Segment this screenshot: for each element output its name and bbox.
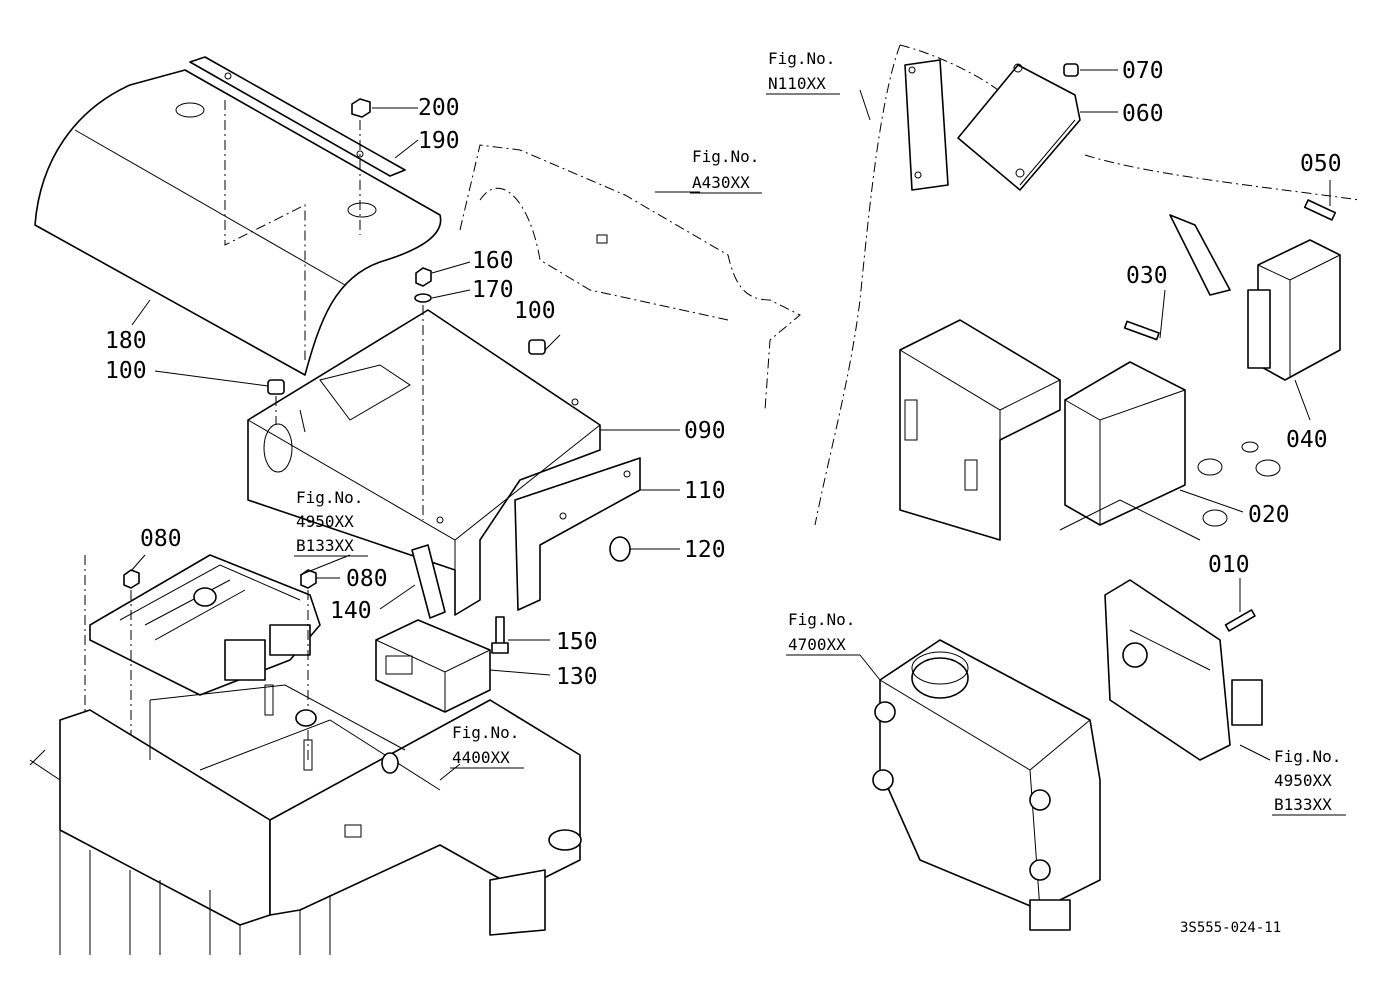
callout-150: 150 xyxy=(556,629,598,655)
fig-ref-4950-left-code2: B133XX xyxy=(296,536,354,555)
callout-180: 180 xyxy=(105,328,147,354)
bolt-part-100-a xyxy=(528,339,546,355)
module-part-020 xyxy=(1064,361,1186,526)
bolt-part-030 xyxy=(1123,320,1160,341)
module-part-060 xyxy=(957,63,1081,191)
fig-ref-a430-label: Fig.No. xyxy=(692,147,759,166)
bolt-part-070 xyxy=(1063,63,1079,77)
callout-090: 090 xyxy=(684,418,726,444)
fig-ref-4700-code: 4700XX xyxy=(788,635,846,654)
leader-lines xyxy=(130,69,1331,781)
fig-ref-n110: Fig.No. N110XX xyxy=(766,49,840,95)
callout-120: 120 xyxy=(684,537,726,563)
callout-190: 190 xyxy=(418,128,460,154)
drawing-code: 3S555-024-11 xyxy=(1180,920,1281,936)
bolt-part-050 xyxy=(1303,199,1337,221)
washer-part-170 xyxy=(414,293,432,303)
fig-ref-4950-right: Fig.No. 4950XX B133XX xyxy=(1272,747,1346,816)
callout-050: 050 xyxy=(1300,151,1342,177)
callout-200: 200 xyxy=(418,95,460,121)
callout-labels: 200 190 180 100 160 170 100 090 110 120 … xyxy=(105,58,1342,690)
module-part-130 xyxy=(375,619,491,713)
ref-outline-a430 xyxy=(459,144,801,411)
callout-110: 110 xyxy=(684,478,726,504)
fig-ref-n110-label: Fig.No. xyxy=(768,49,835,68)
bolt-part-100-b xyxy=(267,379,306,433)
fig-ref-a430-code: A430XX xyxy=(692,173,750,192)
callout-170: 170 xyxy=(472,277,514,303)
plate-part-110 xyxy=(514,457,641,611)
bolt-part-150 xyxy=(491,616,509,654)
fig-ref-a430: Fig.No. A430XX xyxy=(690,147,762,194)
strip-part-190 xyxy=(189,56,406,177)
bracket-part-050 xyxy=(1169,214,1231,296)
fig-ref-4950-right-label: Fig.No. xyxy=(1274,747,1341,766)
callout-140: 140 xyxy=(330,598,372,624)
frame-structure xyxy=(29,684,582,955)
callout-010: 010 xyxy=(1208,552,1250,578)
nut-part-160 xyxy=(415,267,432,287)
bracket-part-140 xyxy=(411,544,446,619)
fig-ref-4400-label: Fig.No. xyxy=(452,723,519,742)
fig-ref-4400-code: 4400XX xyxy=(452,748,510,767)
callout-080-right: 080 xyxy=(346,566,388,592)
nut-part-080-b xyxy=(300,569,317,589)
fig-ref-4950-left-code1: 4950XX xyxy=(296,512,354,531)
cover-part-180 xyxy=(34,69,442,376)
callout-160: 160 xyxy=(472,248,514,274)
fig-ref-4400: Fig.No. 4400XX xyxy=(450,723,524,769)
fig-ref-4950-right-code2: B133XX xyxy=(1274,795,1332,814)
ecu-unit-left xyxy=(89,554,321,696)
bracket-part-010-mount xyxy=(1104,579,1263,761)
ecu-unit-right xyxy=(872,639,1101,931)
callout-100-left: 100 xyxy=(105,358,147,384)
nut-part-080-a xyxy=(123,569,140,589)
fig-ref-n110-code: N110XX xyxy=(768,74,826,93)
callout-080-left: 080 xyxy=(140,526,182,552)
fig-ref-4700: Fig.No. 4700XX xyxy=(786,610,860,656)
bolt-part-010 xyxy=(1224,609,1256,632)
nut-part-200 xyxy=(351,98,371,235)
ref-outline-n110 xyxy=(814,44,1361,526)
bracket-part-090 xyxy=(247,309,601,616)
fig-ref-4950-left: Fig.No. 4950XX B133XX xyxy=(294,488,368,557)
washer-part-120 xyxy=(609,536,631,562)
callout-020: 020 xyxy=(1248,502,1290,528)
fig-ref-4700-label: Fig.No. xyxy=(788,610,855,629)
module-part-040 xyxy=(1247,239,1341,381)
callout-130: 130 xyxy=(556,664,598,690)
callout-040: 040 xyxy=(1286,427,1328,453)
callout-030: 030 xyxy=(1126,263,1168,289)
callout-100-right: 100 xyxy=(514,298,556,324)
chassis-right-top xyxy=(899,319,1281,541)
callout-060: 060 xyxy=(1122,101,1164,127)
callout-070: 070 xyxy=(1122,58,1164,84)
bracket-top-right xyxy=(904,59,949,191)
fig-ref-4950-right-code1: 4950XX xyxy=(1274,771,1332,790)
fig-ref-4950-left-label: Fig.No. xyxy=(296,488,363,507)
